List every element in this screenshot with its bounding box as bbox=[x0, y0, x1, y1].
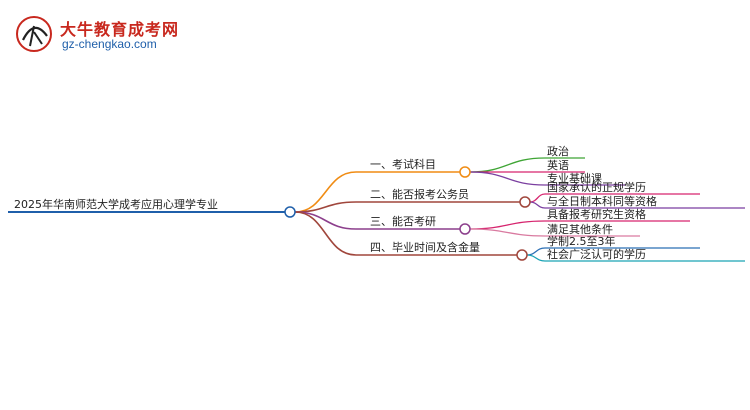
branch-label-3: 三、能否考研 bbox=[370, 214, 436, 228]
leaf-label-2-1: 国家承认的正规学历 bbox=[547, 180, 646, 194]
branch-label-4: 四、毕业时间及含金量 bbox=[370, 240, 480, 254]
logo-url: gz-chengkao.com bbox=[62, 37, 157, 51]
leaf-label-1-1: 政治 bbox=[547, 144, 569, 158]
leaf-connector-4-1 bbox=[526, 247, 546, 256]
leaf-label-3-1: 具备报考研究生资格 bbox=[547, 207, 646, 221]
branch-label-2: 二、能否报考公务员 bbox=[370, 187, 469, 201]
branch-node-dot-4[interactable] bbox=[516, 249, 528, 261]
branch-label-1: 一、考试科目 bbox=[370, 157, 436, 171]
root-label: 2025年华南师范大学成考应用心理学专业 bbox=[14, 197, 218, 211]
leaf-label-4-2: 社会广泛认可的学历 bbox=[547, 247, 646, 261]
leaf-label-4-1: 学制2.5至3年 bbox=[547, 234, 616, 248]
branch-node-dot-1[interactable] bbox=[459, 166, 471, 178]
site-logo[interactable]: 大牛教育成考网 gz-chengkao.com bbox=[14, 14, 214, 54]
leaf-connector-3-1 bbox=[469, 220, 546, 230]
branch-connector-1 bbox=[294, 171, 357, 213]
leaf-connector-4-2 bbox=[526, 254, 546, 262]
leaf-connector-1-3 bbox=[469, 171, 546, 186]
leaf-label-1-3: 专业基础课 bbox=[547, 171, 602, 185]
mind-map-connectors bbox=[294, 157, 745, 262]
leaf-label-2-2: 与全日制本科同等资格 bbox=[547, 194, 657, 208]
branch-node-dot-2[interactable] bbox=[519, 196, 531, 208]
leaf-connector-3-2 bbox=[469, 228, 546, 237]
leaf-label-1-2: 英语 bbox=[547, 158, 569, 172]
branch-connector-4 bbox=[294, 211, 357, 256]
branch-connector-3 bbox=[294, 211, 357, 230]
leaf-connector-2-2 bbox=[529, 201, 546, 209]
mind-map-nodes: 2025年华南师范大学成考应用心理学专业 一、考试科目 政治英语专业基础课二、能否报… bbox=[8, 144, 657, 261]
logo-mark-icon bbox=[16, 16, 52, 52]
leaf-connector-1-1 bbox=[469, 157, 546, 173]
branch-node-dot-3[interactable] bbox=[459, 223, 471, 235]
logo-brand-name: 大牛教育成考网 bbox=[60, 22, 180, 39]
leaf-connector-2-1 bbox=[529, 193, 546, 203]
leaf-label-3-2: 满足其他条件 bbox=[547, 222, 613, 236]
root-node-dot[interactable] bbox=[284, 206, 296, 218]
